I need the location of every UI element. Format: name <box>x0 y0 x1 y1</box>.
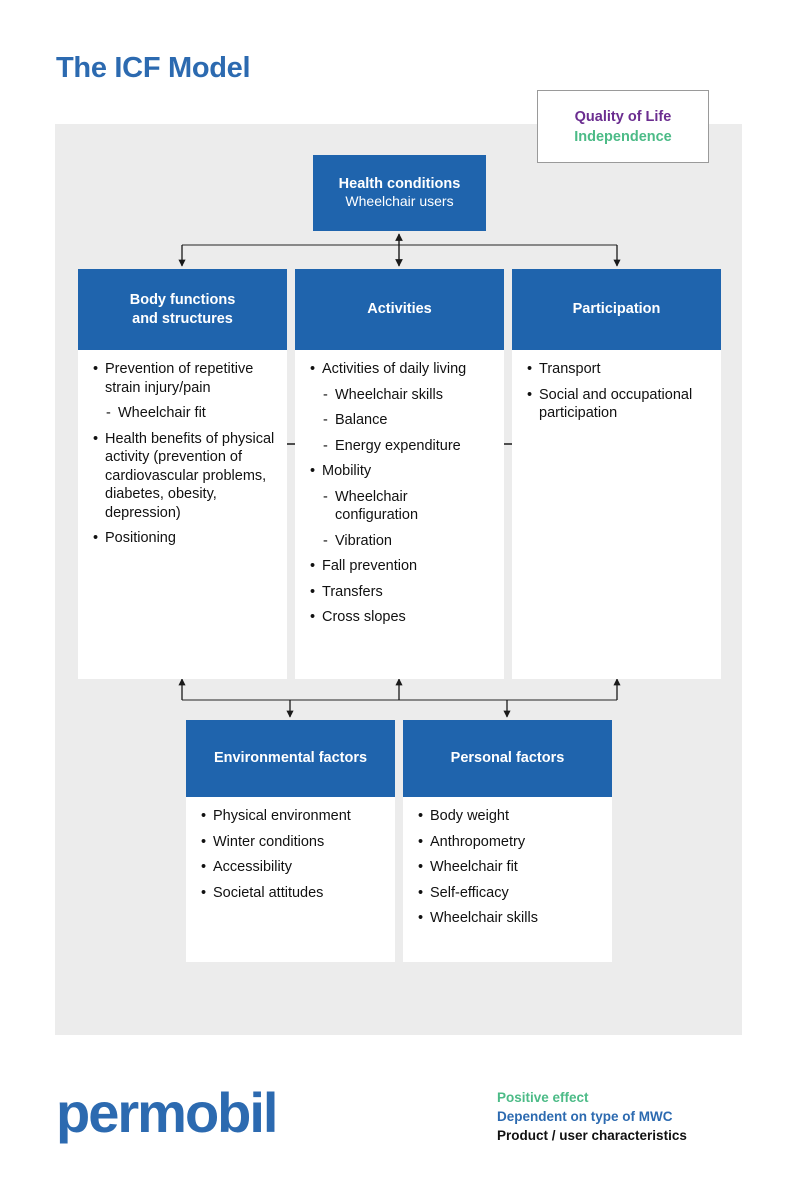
node-environmental-factors-title: Environmental factors <box>213 750 368 767</box>
node-activities-title: Activities <box>367 301 432 318</box>
list-item: Activities of daily living <box>309 360 492 379</box>
participation-list: TransportSocial and occupational partici… <box>526 360 709 423</box>
node-personal-factors-header: Personal factors <box>403 720 612 797</box>
node-participation-header: Participation <box>512 269 721 350</box>
list-item: Societal attitudes <box>200 884 383 903</box>
node-health-conditions: Health conditions Wheelchair users <box>313 155 486 231</box>
permobil-logo-text: permobil <box>56 1082 276 1144</box>
node-participation-title: Participation <box>572 301 661 318</box>
independence-label: Independence <box>574 128 672 145</box>
body-functions-list: Prevention of repetitive strain injury/p… <box>92 360 275 548</box>
list-item: Mobility <box>309 462 492 481</box>
list-item: Fall prevention <box>309 557 492 576</box>
list-item: Vibration <box>309 532 492 551</box>
personal-list: Body weightAnthropometryWheelchair fitSe… <box>417 807 600 928</box>
list-item: Social and occupational participation <box>526 386 709 423</box>
node-health-title: Health conditions <box>338 176 461 193</box>
list-item: Transport <box>526 360 709 379</box>
list-item: Self-efficacy <box>417 884 600 903</box>
node-participation: Participation TransportSocial and occupa… <box>512 269 721 679</box>
legend-item: Positive effect <box>497 1090 589 1105</box>
node-body-functions-title-line2: and structures <box>132 310 233 327</box>
list-item: Energy expenditure <box>309 437 492 456</box>
node-personal-factors: Personal factors Body weightAnthropometr… <box>403 720 612 962</box>
list-item: Body weight <box>417 807 600 826</box>
list-item: Positioning <box>92 529 275 548</box>
node-health-subtitle: Wheelchair users <box>345 193 454 210</box>
legend-item: Product / user characteristics <box>497 1128 687 1144</box>
list-item: Wheelchair fit <box>417 858 600 877</box>
node-environmental-factors-header: Environmental factors <box>186 720 395 797</box>
list-item: Balance <box>309 411 492 430</box>
node-environmental-factors-body: Physical environmentWinter conditionsAcc… <box>186 797 395 919</box>
node-activities: Activities Activities of daily livingWhe… <box>295 269 504 679</box>
list-item: Anthropometry <box>417 833 600 852</box>
node-personal-factors-body: Body weightAnthropometryWheelchair fitSe… <box>403 797 612 945</box>
node-body-functions-body: Prevention of repetitive strain injury/p… <box>78 350 287 565</box>
activities-list: Activities of daily livingWheelchair ski… <box>309 360 492 627</box>
list-item: Wheelchair skills <box>417 909 600 928</box>
node-activities-header: Activities <box>295 269 504 350</box>
quality-of-life-callout: Quality of Life Independence <box>537 90 709 163</box>
list-item: Wheelchair configuration <box>309 488 492 525</box>
environmental-list: Physical environmentWinter conditionsAcc… <box>200 807 383 902</box>
list-item: Accessibility <box>200 858 383 877</box>
node-personal-factors-title: Personal factors <box>450 750 565 767</box>
node-body-functions-header: Body functions and structures <box>78 269 287 350</box>
list-item: Winter conditions <box>200 833 383 852</box>
legend-item: Dependent on type of MWC <box>497 1109 673 1125</box>
list-item: Transfers <box>309 583 492 602</box>
quality-of-life-label: Quality of Life <box>574 108 672 125</box>
node-participation-body: TransportSocial and occupational partici… <box>512 350 721 440</box>
list-item: Prevention of repetitive strain injury/p… <box>92 360 275 397</box>
list-item: Wheelchair skills <box>309 386 492 405</box>
list-item: Wheelchair fit <box>92 404 275 423</box>
list-item: Cross slopes <box>309 608 492 627</box>
node-environmental-factors: Environmental factors Physical environme… <box>186 720 395 962</box>
list-item: Health benefits of physical activity (pr… <box>92 430 275 523</box>
page-title: The ICF Model <box>56 52 251 84</box>
node-body-functions: Body functions and structures Prevention… <box>78 269 287 679</box>
node-activities-body: Activities of daily livingWheelchair ski… <box>295 350 504 644</box>
list-item: Physical environment <box>200 807 383 826</box>
node-body-functions-title-line1: Body functions <box>129 292 236 309</box>
permobil-logo: permobil <box>56 1082 278 1144</box>
